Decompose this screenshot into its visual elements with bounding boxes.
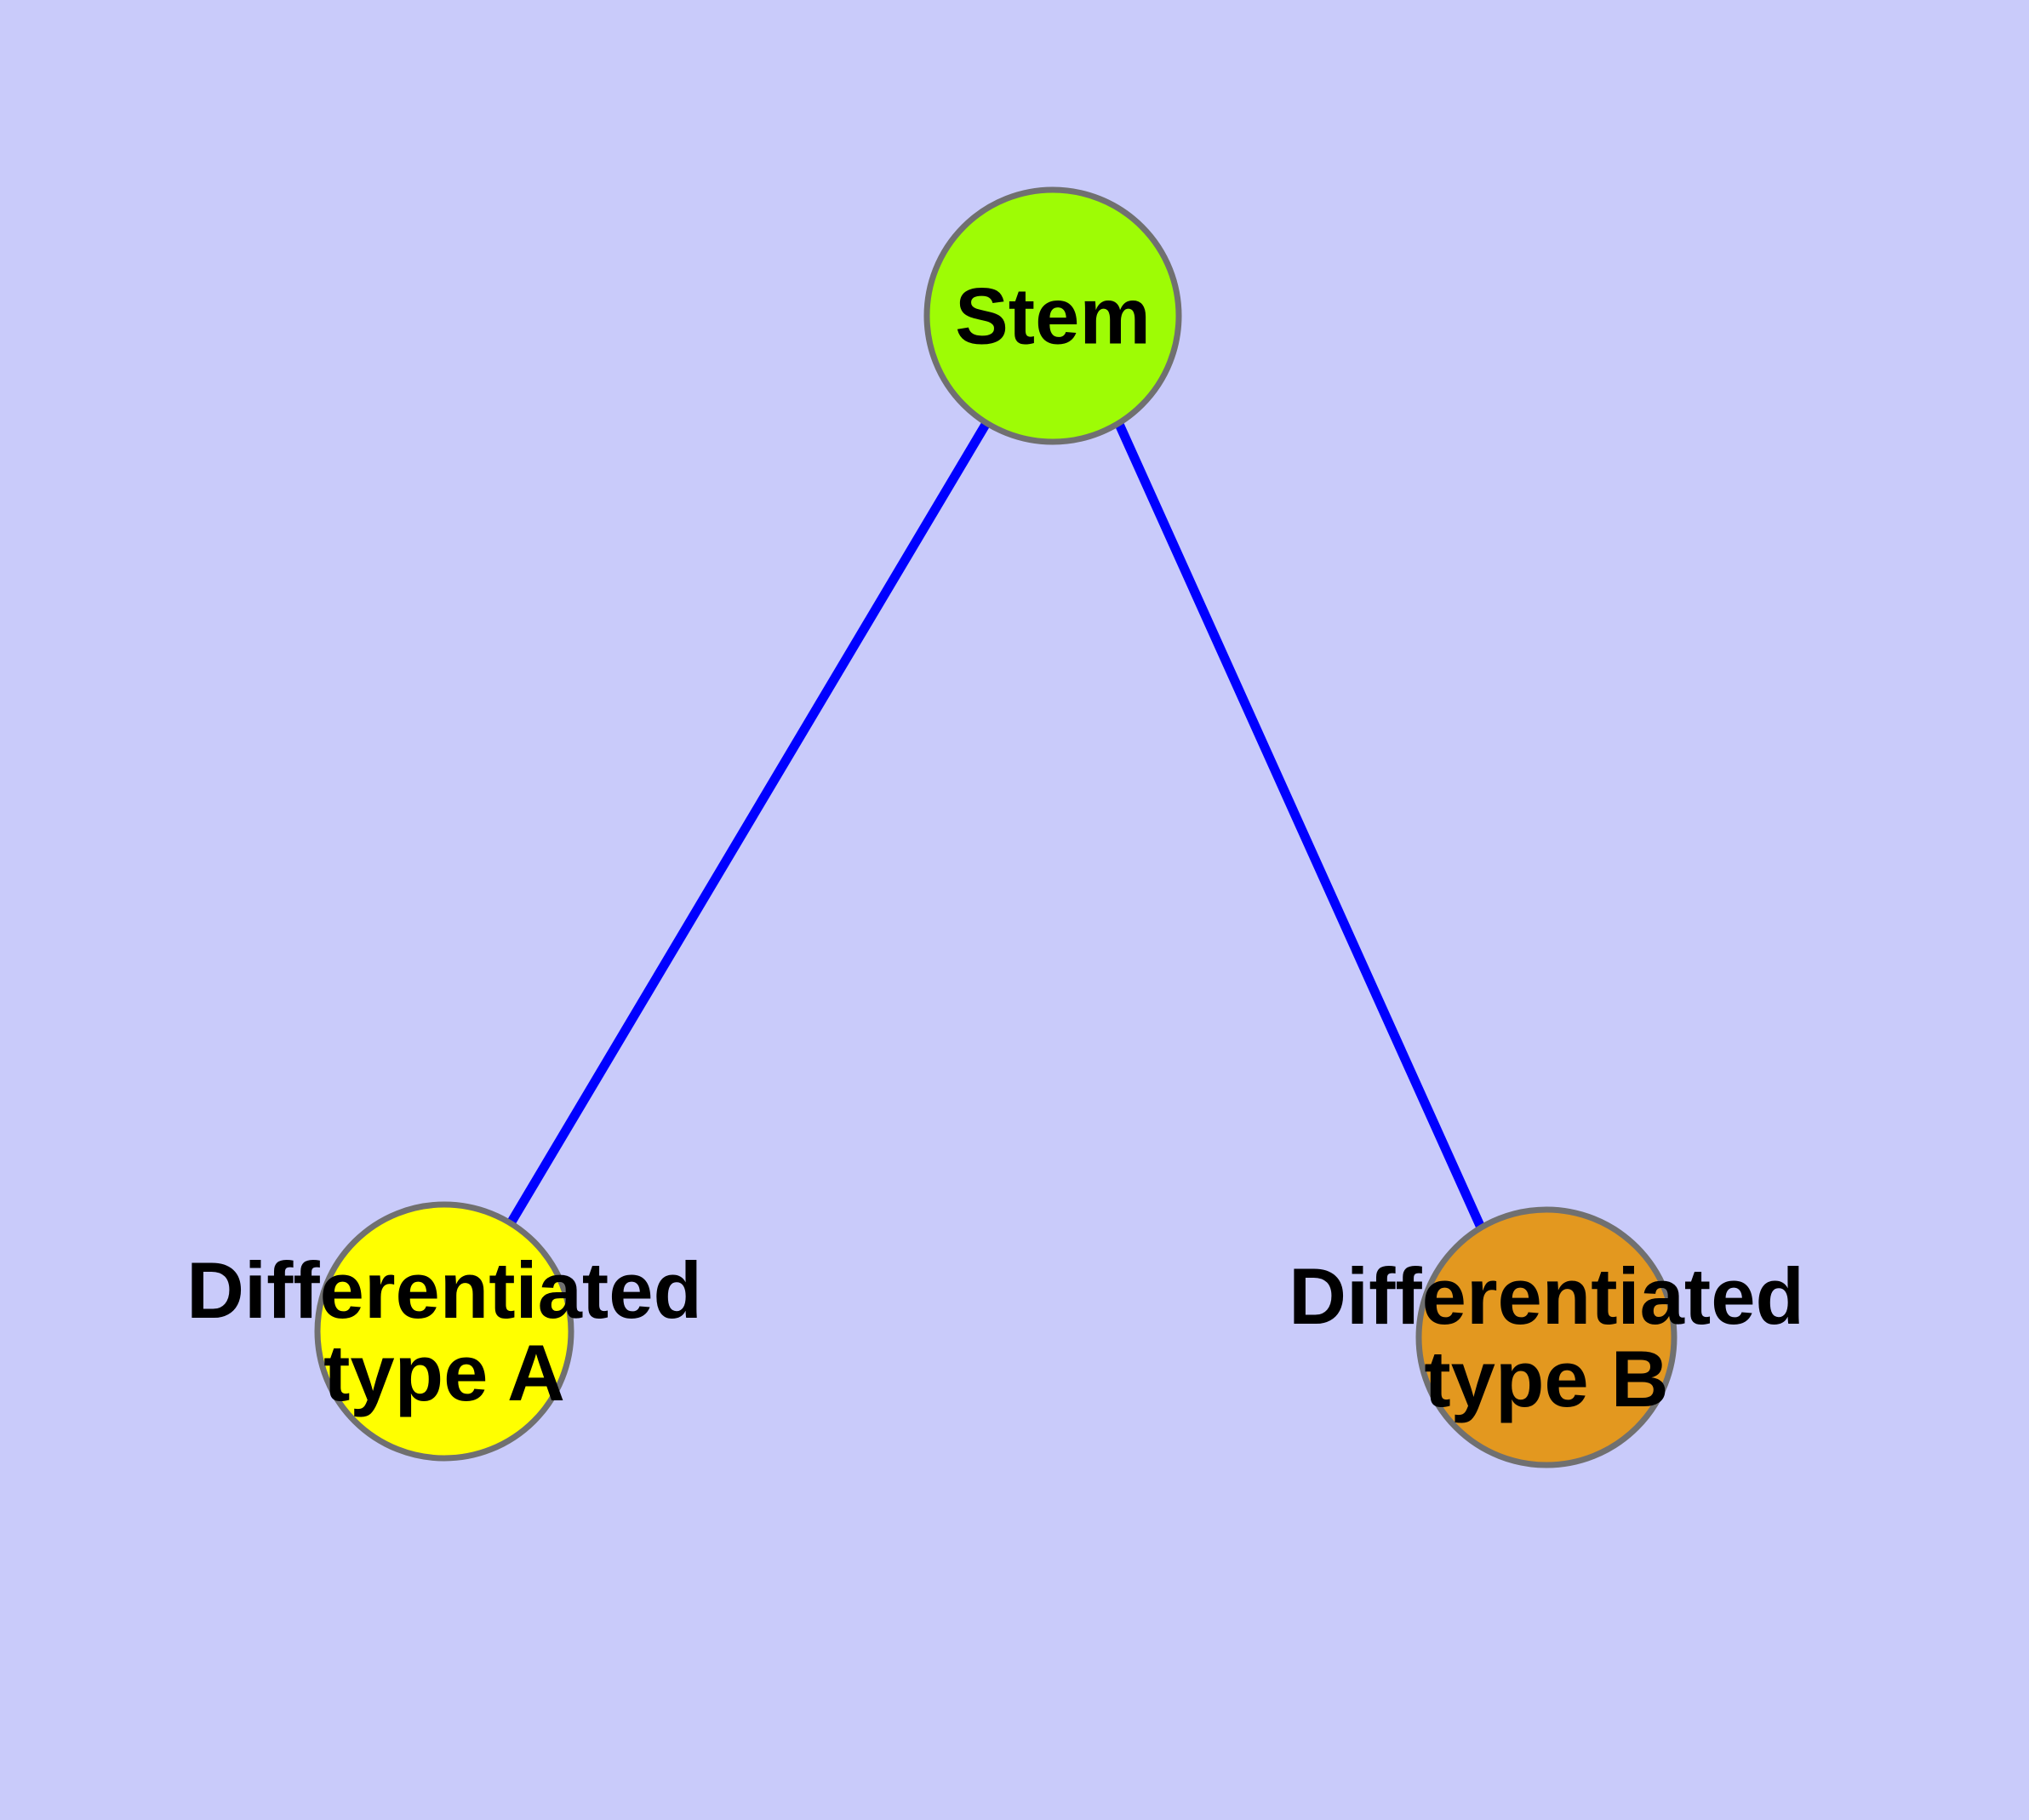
graph-edge-stem-to-diff_a[interactable] — [506, 421, 991, 1226]
graph-node-diff_b[interactable] — [1415, 1206, 1677, 1468]
edges-group — [506, 420, 1486, 1230]
nodes-group — [314, 186, 1677, 1468]
graph-node-label-line: type B — [1424, 1334, 1668, 1423]
graph-edge-stem-to-diff_b[interactable] — [1113, 420, 1486, 1230]
graph-node-label-line: type A — [323, 1328, 565, 1417]
graph-node-label-line: Differentiated — [1289, 1251, 1804, 1341]
graph-node-stem[interactable] — [923, 186, 1182, 445]
graph-node-label-line: Stem — [955, 271, 1151, 360]
graph-node-diff_a[interactable] — [314, 1201, 574, 1462]
graph-node-label-stem: Stem — [955, 271, 1151, 360]
graph-node-label-line: Differentiated — [186, 1245, 702, 1335]
